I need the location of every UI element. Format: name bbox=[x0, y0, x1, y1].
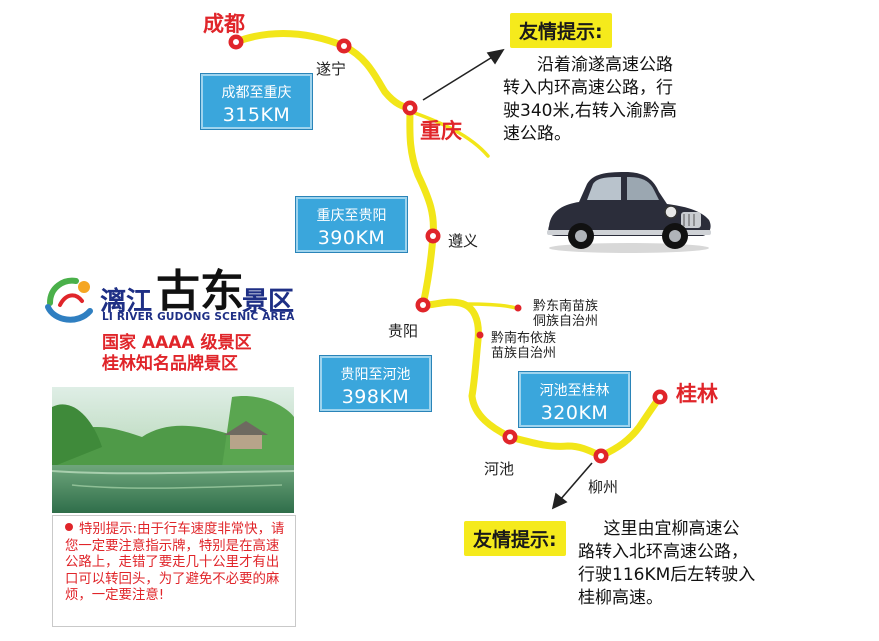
city-label-qiannan: 黔南布依族 苗族自治州 bbox=[491, 331, 557, 361]
road-guiyang-hechi bbox=[419, 298, 514, 441]
marker-chengdu bbox=[228, 34, 244, 50]
marker-zunyi bbox=[425, 228, 441, 244]
marker-guilin bbox=[652, 389, 668, 405]
distance-box-guiyang-hechi: 贵阳至河池 398KM bbox=[319, 355, 432, 412]
notice-text: 特别提示:由于行车速度非常快，请您一定要注意指示牌，特别是在高速公路上，走错了要… bbox=[65, 522, 285, 603]
marker-chongqing bbox=[402, 100, 418, 116]
road-liuzhou-guilin bbox=[597, 393, 664, 460]
distance-value: 390KM bbox=[317, 227, 386, 249]
tip-text-top: 沿着渝遂高速公路 转入内环高速公路，行 驶340米,右转入渝黔高 速公路。 bbox=[503, 55, 677, 144]
distance-route: 成都至重庆 bbox=[221, 85, 292, 101]
distance-route: 重庆至贵阳 bbox=[316, 208, 387, 224]
road-hechi-liuzhou bbox=[506, 433, 605, 460]
marker-guiyang bbox=[415, 297, 431, 313]
city-label-liuzhou: 柳州 bbox=[588, 478, 619, 496]
logo-rating-line: 国家 AAAA 级景区 bbox=[102, 333, 252, 353]
marker-hechi bbox=[502, 429, 518, 445]
vintage-car-icon bbox=[547, 172, 711, 253]
city-label-chengdu: 成都 bbox=[203, 12, 245, 36]
logo-brand-line: 桂林知名品牌景区 bbox=[102, 354, 238, 374]
distance-route: 河池至桂林 bbox=[539, 383, 610, 399]
marker-liuzhou bbox=[593, 448, 609, 464]
marker-qiannan bbox=[476, 331, 484, 339]
arrow-head-top bbox=[486, 48, 505, 65]
marker-suining bbox=[336, 38, 352, 54]
distance-box-hechi-guilin: 河池至桂林 320KM bbox=[518, 371, 631, 428]
logo-name-left: 漓江 bbox=[100, 287, 153, 317]
distance-value: 398KM bbox=[341, 386, 410, 408]
marker-qiandongnan bbox=[514, 304, 522, 312]
city-label-hechi: 河池 bbox=[484, 460, 515, 478]
distance-box-chongqing-guiyang: 重庆至贵阳 390KM bbox=[295, 196, 408, 253]
distance-box-chengdu-chongqing: 成都至重庆 315KM bbox=[200, 73, 313, 130]
city-label-guiyang: 贵阳 bbox=[388, 322, 419, 340]
city-label-suining: 遂宁 bbox=[316, 60, 347, 78]
distance-route: 贵阳至河池 bbox=[340, 367, 411, 383]
logo-name-calligraphy: 古东 bbox=[156, 266, 244, 317]
city-label-guilin: 桂林 bbox=[676, 382, 718, 406]
arrow-head-bottom bbox=[551, 492, 568, 510]
special-notice: 特别提示:由于行车速度非常快，请您一定要注意指示牌，特别是在高速公路上，走错了要… bbox=[52, 515, 296, 627]
scenic-area-logo: 漓江 古东 景区 LI RIVER GUDONG SCENIC AREA 国家 … bbox=[40, 245, 300, 375]
arrow-line-bottom bbox=[559, 462, 593, 501]
distance-value: 320KM bbox=[540, 402, 609, 424]
road-branch-chongqing bbox=[410, 110, 490, 158]
road-chengdu-chongqing bbox=[232, 30, 414, 112]
distance-value: 315KM bbox=[222, 104, 291, 126]
logo-name-right: 景区 bbox=[242, 287, 295, 317]
city-label-qiandongnan: 黔东南苗族 侗族自治州 bbox=[533, 299, 599, 329]
scenic-photo bbox=[52, 387, 294, 513]
tip-text-bottom: 这里由宜柳高速公 路转入北环高速公路， 行驶116KM后左转驶入 桂柳高速。 bbox=[578, 519, 756, 608]
logo-emblem-icon bbox=[45, 277, 93, 323]
city-label-chongqing: 重庆 bbox=[420, 119, 462, 143]
road-branch-qiandongnan bbox=[464, 302, 518, 310]
road-chongqing-guiyang bbox=[406, 104, 437, 309]
tip-badge-top: 友情提示: bbox=[510, 13, 612, 48]
red-dot-icon bbox=[65, 523, 73, 531]
tip-badge-bottom: 友情提示: bbox=[464, 521, 566, 556]
arrow-line-top bbox=[422, 55, 495, 101]
logo-english-name: LI RIVER GUDONG SCENIC AREA bbox=[102, 311, 295, 323]
city-label-zunyi: 遵义 bbox=[448, 232, 479, 250]
